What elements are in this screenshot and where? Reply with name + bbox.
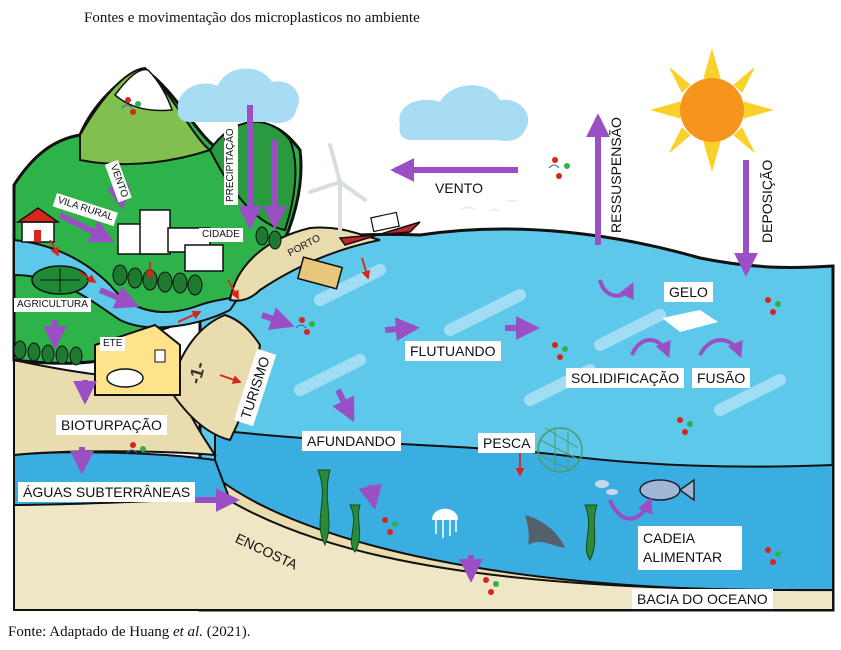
label-aguas-subterraneas: ÁGUAS SUBTERRÂNEAS: [18, 482, 196, 502]
microplastic-particles: [121, 97, 781, 595]
label-deposicao: DEPOSIÇÃO: [759, 159, 775, 243]
encosta-slope: [13, 496, 834, 611]
label-flutuando: FLUTUANDO: [405, 341, 501, 361]
ship-icon: [338, 211, 421, 246]
source-caption: Fonte: Adaptado de Huang et al. (2021).: [8, 624, 251, 640]
label-agricultura: AGRICULTURA: [14, 298, 91, 312]
fishing-net-icon: [537, 427, 583, 473]
sun-icon: [650, 48, 774, 172]
cloud-land: [177, 68, 299, 124]
label-bioturpacao: BIOTURPAÇÃO: [56, 415, 167, 435]
label-afundando: AFUNDANDO: [302, 431, 401, 451]
jellyfish-icon: [432, 508, 458, 538]
manta-ray-icon: [525, 515, 565, 548]
label-solidificacao: SOLIDIFICAÇÃO: [566, 368, 685, 388]
label-pesca: PESCA: [478, 433, 536, 453]
diagram-title: Fontes e movimentação dos microplasticos…: [84, 10, 420, 26]
food-chain-curve: [608, 497, 653, 521]
cloud-sea: [399, 85, 529, 141]
seaweed-icon: [317, 469, 598, 561]
red-arrows: [49, 239, 525, 477]
solidificacao-curve: [630, 338, 671, 358]
label-ete: ETE: [100, 337, 126, 351]
label-fusao: FUSÃO: [692, 368, 751, 388]
mountain: [79, 66, 213, 166]
wind-turbine-icon: [308, 143, 367, 234]
label-gelo: GELO: [664, 282, 713, 302]
tree-row: [13, 226, 282, 366]
label-ressuspensao: RESSUSPENSÃO: [608, 117, 624, 233]
label-vento-sea: VENTO: [435, 180, 483, 196]
port-dock: [296, 256, 344, 290]
birds-icon: [460, 199, 519, 212]
fusao-curve: [698, 338, 743, 358]
ressuspensao-curve: [598, 279, 634, 300]
label-precipitacao: PRECIPITAÇÃO: [224, 125, 238, 205]
label-bacia-oceano: BACIA DO OCEANO: [632, 589, 773, 609]
rural-house-icon: [15, 207, 61, 243]
label-cidade: CIDADE: [199, 228, 243, 242]
flow-arrows: [43, 105, 758, 583]
ice-icon: [662, 310, 718, 332]
fish-icon: [595, 478, 695, 502]
label-cadeia-alimentar: CADEIA ALIMENTAR: [638, 526, 742, 570]
